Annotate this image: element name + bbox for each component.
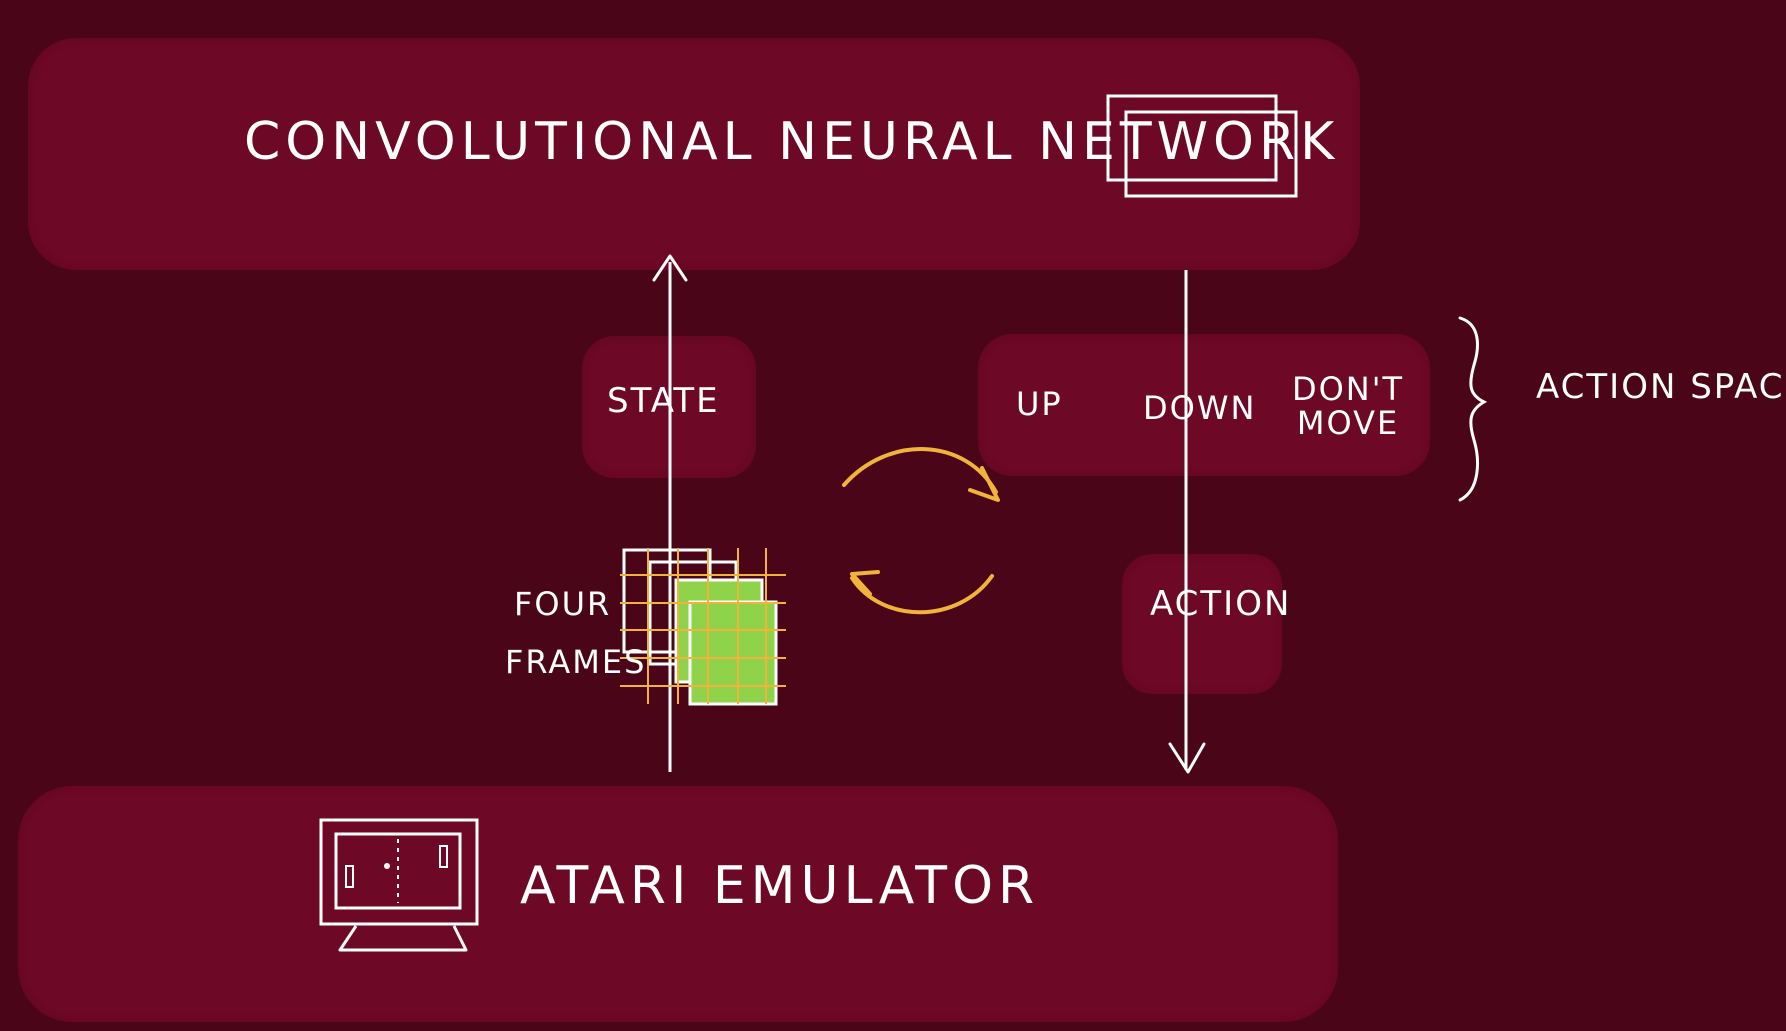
atari-label: Atari emulator bbox=[520, 856, 1040, 916]
action-space-box bbox=[978, 334, 1430, 476]
action-space-label: Action space bbox=[1536, 367, 1786, 407]
cnn-label: Convolutional neural network bbox=[244, 112, 1340, 172]
monitor-pong-icon bbox=[319, 818, 479, 952]
action-box bbox=[1122, 554, 1282, 694]
cnn-block bbox=[28, 38, 1360, 270]
stacked-frames-icon bbox=[620, 548, 786, 706]
four-frames-label-line1: Four bbox=[514, 585, 612, 623]
action-space-item-dont-move: Don't move bbox=[1291, 370, 1405, 442]
stacked-layers-icon bbox=[1106, 94, 1298, 198]
action-label: Action bbox=[1150, 584, 1292, 624]
action-flow-line bbox=[1168, 270, 1206, 774]
state-flow-line bbox=[652, 254, 688, 772]
four-frames-label-line2: frames bbox=[505, 643, 647, 681]
cycle-arrows-icon bbox=[842, 447, 1000, 615]
action-space-item-up: Up bbox=[1016, 385, 1063, 423]
action-space-brace-icon bbox=[1458, 316, 1488, 502]
atari-block bbox=[18, 786, 1338, 1022]
action-space-item-down: Down bbox=[1143, 389, 1257, 427]
state-label: State bbox=[607, 381, 720, 421]
